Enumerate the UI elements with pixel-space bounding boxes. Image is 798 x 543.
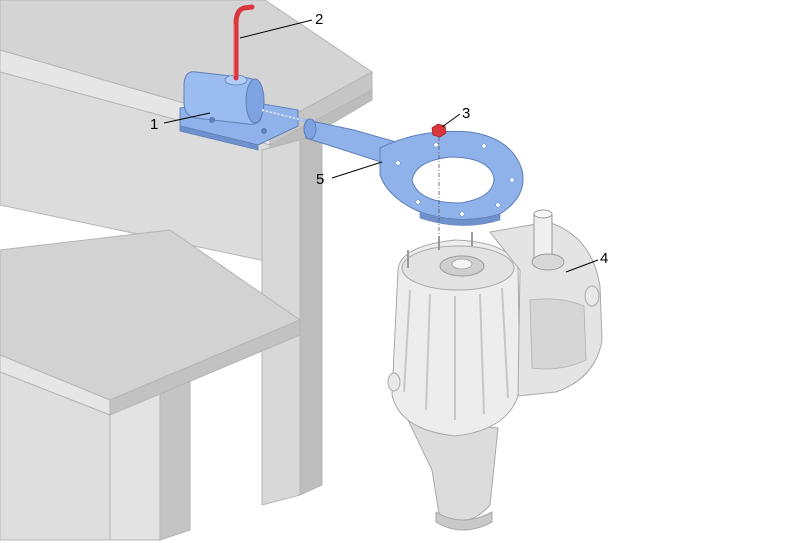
leader-line-4: [565, 259, 599, 273]
tool-base-plate-front: [179, 125, 259, 151]
leader-lines: [163, 19, 599, 273]
plate-hole: [509, 177, 515, 183]
holding-fixture: [303, 118, 524, 226]
callouts: 1 2 3 4 5: [150, 11, 608, 267]
tool-cylinder-end: [245, 78, 265, 124]
housing-output-collar: [531, 253, 565, 271]
t-handle: [233, 4, 255, 81]
plate-hole: [481, 143, 487, 149]
plate-hole: [395, 160, 401, 166]
fixture-ring-plate: [379, 130, 524, 220]
plate-hole: [415, 199, 421, 205]
handle-bar: [233, 4, 255, 81]
leader-line-1: [163, 112, 211, 124]
housing-rear-detail: [529, 298, 587, 370]
bolt-hole: [209, 117, 215, 123]
housing-rib: [479, 293, 485, 415]
housing-input-shaft: [451, 258, 473, 270]
transfer-case: [387, 209, 603, 531]
leader-line-3: [441, 113, 461, 128]
callout-4: 4: [600, 250, 608, 267]
bench-lower-panel: [0, 371, 111, 541]
bolt-hole: [261, 128, 267, 134]
threaded-rod-dash: [261, 109, 311, 123]
plate-hole: [495, 202, 501, 208]
tool-base-assembly: [179, 71, 311, 151]
housing-rib: [425, 293, 431, 411]
housing-tail-flange: [435, 511, 493, 531]
housing-output-shaft: [533, 213, 553, 261]
leader-line-5: [331, 161, 383, 179]
bench-shelf-side: [109, 319, 301, 416]
plate-hole: [459, 211, 465, 217]
callout-1: 1: [150, 116, 158, 133]
housing-rib: [501, 287, 509, 399]
callout-2: 2: [315, 11, 323, 28]
callout-3: 3: [462, 105, 470, 122]
plate-hole: [433, 142, 439, 148]
housing-boss: [387, 372, 401, 392]
leader-line-2: [239, 19, 313, 39]
housing-output-shaft-end: [533, 209, 553, 219]
callout-5: 5: [316, 171, 324, 188]
housing-rib: [403, 289, 411, 393]
fixture-ring-plate-edge: [419, 211, 501, 226]
workbench: [0, 0, 373, 541]
housing-boss: [584, 285, 600, 307]
fixture-arm-end: [303, 118, 317, 140]
